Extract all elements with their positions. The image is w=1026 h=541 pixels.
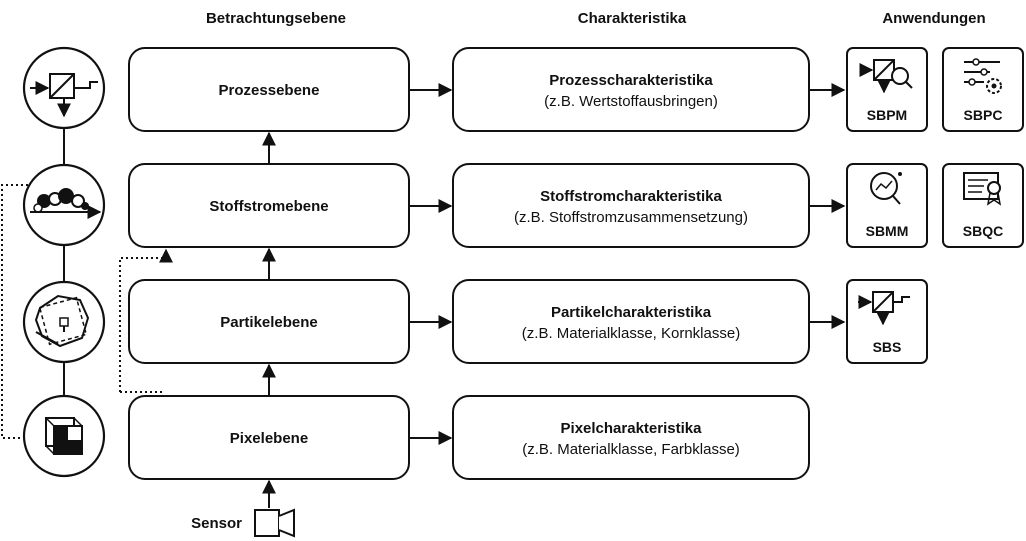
level-label: Partikelebene (220, 314, 318, 331)
app-sbs: SBS (846, 279, 928, 364)
header-level: Betrachtungsebene (206, 10, 346, 27)
app-sbmm: SBMM (846, 163, 928, 248)
certificate-icon (963, 172, 1002, 206)
sorter-icon (858, 291, 910, 326)
level-pixel: Pixelebene (128, 395, 410, 480)
level-material-stream: Stoffstromebene (128, 163, 410, 248)
level-particle: Partikelebene (128, 279, 410, 364)
sorter-magnifier-icon (859, 59, 913, 94)
sorter-circle-icon (22, 46, 106, 130)
particle-circle-icon (22, 280, 106, 364)
char-example: (z.B. Materialklasse, Farbklasse) (522, 441, 740, 458)
level-label: Pixelebene (230, 430, 308, 447)
app-sbpc: SBPC (942, 47, 1024, 132)
sensor-label: Sensor (191, 515, 242, 532)
app-label: SBPC (964, 107, 1003, 123)
app-label: SBPM (867, 107, 907, 123)
char-title: Stoffstromcharakteristika (540, 188, 722, 205)
char-example: (z.B. Wertstoffausbringen) (544, 93, 718, 110)
magnifier-graph-icon (870, 172, 902, 205)
level-label: Stoffstromebene (209, 198, 328, 215)
app-sbqc: SBQC (942, 163, 1024, 248)
char-particle: Partikelcharakteristika (z.B. Materialkl… (452, 279, 810, 364)
pixel-cube-circle-icon (22, 394, 106, 478)
char-title: Partikelcharakteristika (551, 304, 712, 321)
app-sbpm: SBPM (846, 47, 928, 132)
char-title: Pixelcharakteristika (561, 420, 703, 437)
sliders-gear-icon (964, 58, 1002, 94)
header-characteristics: Charakteristika (578, 10, 687, 27)
app-label: SBQC (963, 223, 1003, 239)
camera-icon (254, 508, 295, 538)
char-title: Prozesscharakteristika (549, 72, 713, 89)
dotted-connector-to-stream (119, 248, 173, 392)
char-material-stream: Stoffstromcharakteristika (z.B. Stoffstr… (452, 163, 810, 248)
char-example: (z.B. Materialklasse, Kornklasse) (522, 325, 740, 342)
char-pixel: Pixelcharakteristika (z.B. Materialklass… (452, 395, 810, 480)
app-label: SBS (873, 339, 902, 355)
char-process: Prozesscharakteristika (z.B. Wertstoffau… (452, 47, 810, 132)
app-label: SBMM (866, 223, 909, 239)
level-label: Prozessebene (219, 82, 320, 99)
level-process: Prozessebene (128, 47, 410, 132)
material-stream-circle-icon (22, 163, 106, 247)
header-applications: Anwendungen (882, 10, 985, 27)
char-example: (z.B. Stoffstromzusammensetzung) (514, 209, 748, 226)
